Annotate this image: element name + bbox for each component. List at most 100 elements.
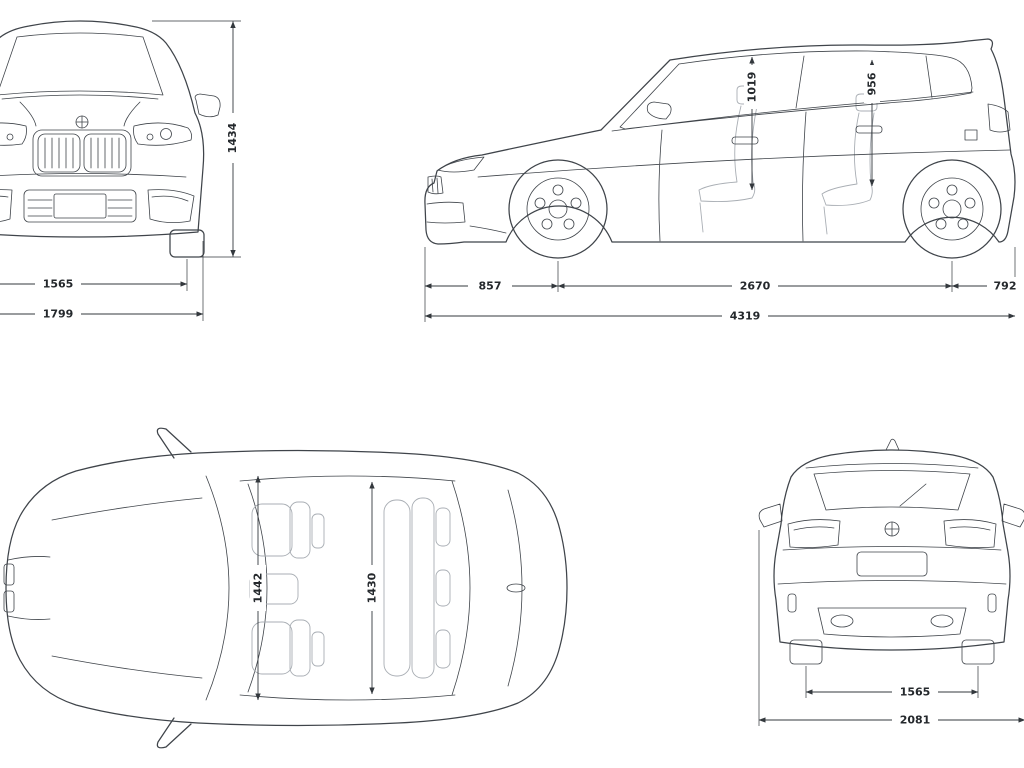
- dim-label-front-overhang: 857: [479, 280, 502, 293]
- rim: [920, 177, 984, 241]
- driver-seat-back: [289, 501, 311, 559]
- dim-overall-length: 4319: [424, 307, 1016, 325]
- driver-seat-cushion: [251, 503, 293, 557]
- tailgate-plate-recess: [856, 551, 928, 577]
- dim-label-rear-headroom: 956: [866, 72, 879, 95]
- dim-label-overall-width: 1799: [43, 308, 74, 321]
- dim-rear-overhang: 792: [951, 247, 1024, 295]
- spoke-hole: [563, 218, 575, 230]
- side-body-outline: [424, 38, 1016, 245]
- top-body-outline: [5, 449, 568, 727]
- dim-rear-interior-width: 1430: [364, 481, 380, 695]
- lower-intake: [23, 189, 137, 223]
- spoke-hole: [946, 184, 958, 196]
- dim-overall-height: 1434: [152, 20, 241, 258]
- rear-bench-cushion: [383, 499, 411, 677]
- spoke-hole: [928, 197, 940, 209]
- left-reflector: [787, 593, 797, 613]
- spoke-hole: [957, 218, 969, 230]
- front-wheel: [508, 159, 608, 259]
- dim-label-width-with-mirrors: 2081: [900, 714, 931, 727]
- tire: [902, 159, 1002, 259]
- bmw-roundel-cross: [884, 521, 900, 537]
- extension-lines: [758, 530, 760, 726]
- right-headlight-lens: [160, 128, 172, 140]
- rear-right-wheel: [961, 639, 995, 665]
- left-headlight-projector: [6, 133, 14, 141]
- extension-lines: [152, 20, 241, 258]
- front-view: 1434 1565 1799: [0, 20, 241, 323]
- hub: [942, 199, 962, 219]
- spoke-hole: [935, 218, 947, 230]
- dim-front-track: 1565: [0, 259, 188, 293]
- dim-label-rear-track: 1565: [900, 686, 931, 699]
- kidney-top-left: [3, 563, 15, 586]
- label-box: [35, 275, 81, 293]
- dim-front-interior-width: 1442: [250, 475, 266, 701]
- rear-body-outline: [773, 449, 1011, 651]
- dim-label-overall-height: 1434: [226, 122, 239, 153]
- front-door-handle: [731, 136, 759, 145]
- dim-overall-width: 1799: [0, 241, 204, 323]
- antenna-fin-top: [506, 583, 526, 593]
- rim: [526, 177, 590, 241]
- dim-rear-track: 1565: [805, 666, 979, 701]
- front-right-wheel: [169, 229, 205, 258]
- passenger-seat-cushion: [251, 621, 293, 675]
- front-body-outline: [0, 20, 205, 238]
- bmw-roundel-cross: [75, 115, 89, 129]
- dim-label-wheelbase: 2670: [740, 280, 771, 293]
- dim-label-rear-overhang: 792: [994, 280, 1017, 293]
- rear-door-handle: [855, 125, 883, 134]
- rear-detail-lines: [758, 438, 1024, 638]
- spoke-hole: [552, 184, 564, 196]
- rear-headrest: [435, 507, 451, 547]
- tire: [508, 159, 608, 259]
- top-detail-lines: [7, 475, 523, 701]
- label-box: [224, 113, 241, 163]
- right-reflector: [987, 593, 997, 613]
- side-detail-lines: [426, 50, 1011, 242]
- rear-wheel: [902, 159, 1002, 259]
- license-plate-area: [53, 193, 107, 219]
- right-exhaust: [930, 614, 954, 628]
- label-box: [732, 277, 778, 295]
- dim-rear-headroom: 956: [864, 59, 880, 187]
- rear-headrest: [435, 569, 451, 607]
- rear-headrest: [435, 629, 451, 669]
- side-interior-seats: [698, 85, 878, 235]
- label-box: [364, 565, 380, 611]
- rear-left-wheel: [789, 639, 823, 665]
- kidney-grille-left: [37, 133, 81, 173]
- rear-view: 1565 2081: [758, 438, 1024, 729]
- dim-label-overall-length: 4319: [730, 310, 761, 323]
- spoke-hole: [964, 197, 976, 209]
- label-box: [892, 711, 938, 729]
- front-detail-lines: [0, 32, 221, 223]
- spoke-hole: [534, 197, 546, 209]
- grille-frame: [32, 129, 132, 177]
- dim-front-overhang: 857: [424, 247, 559, 322]
- label-box: [892, 683, 938, 701]
- passenger-seat-back: [289, 619, 311, 677]
- label-box: [987, 277, 1024, 295]
- dim-wheelbase: 2670: [557, 261, 953, 295]
- label-box: [468, 277, 512, 295]
- label-box: [744, 65, 760, 109]
- left-exhaust: [830, 614, 854, 628]
- side-view: 1019 956 857 2670 792 4319: [424, 38, 1024, 325]
- dim-front-headroom: 1019: [744, 56, 760, 191]
- top-mirrors: [156, 427, 192, 749]
- driver-headrest: [311, 513, 325, 549]
- kidney-grille-right: [83, 133, 127, 173]
- label-box: [250, 565, 266, 611]
- label-box: [722, 307, 768, 325]
- label-box: [864, 65, 880, 103]
- dim-label-rear-interior-width: 1430: [366, 572, 379, 603]
- dim-label-front-track: 1565: [43, 278, 74, 291]
- passenger-headrest: [311, 631, 325, 667]
- top-view: 1442 1430: [3, 427, 568, 749]
- label-box: [35, 305, 81, 323]
